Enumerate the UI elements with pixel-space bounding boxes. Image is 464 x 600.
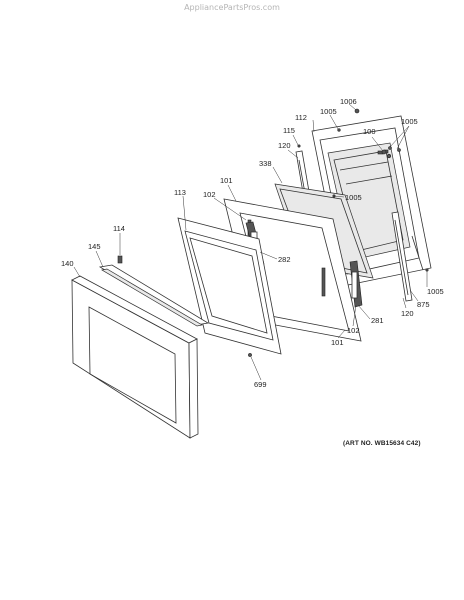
callout-120: 120 — [401, 309, 414, 318]
callout-labels: 1006 1005 112 100 1005 115 120 338 101 1… — [61, 97, 444, 389]
callout-115: 115 — [283, 126, 295, 135]
callout-102: 102 — [203, 190, 216, 199]
callout-1005: 1005 — [345, 193, 362, 202]
callout-101: 101 — [331, 338, 344, 347]
callout-102: 102 — [347, 326, 360, 335]
callout-100: 100 — [363, 127, 376, 136]
callout-120: 120 — [278, 141, 291, 150]
callout-1006: 1006 — [340, 97, 357, 106]
spacer-bracket-114 — [117, 255, 123, 264]
callout-112: 112 — [295, 113, 307, 122]
callout-875: 875 — [417, 300, 430, 309]
leader-lines — [73, 103, 428, 381]
callout-113: 113 — [174, 188, 186, 197]
hinge-side-rail-right — [391, 211, 413, 302]
callout-1005: 1005 — [320, 107, 337, 116]
outer-door-140 — [71, 275, 199, 439]
watermark-text: AppliancePartsPros.com — [184, 3, 280, 12]
callout-1005: 1005 — [401, 117, 418, 126]
callout-145: 145 — [88, 242, 101, 251]
callout-281: 281 — [371, 316, 384, 325]
callout-101: 101 — [220, 176, 233, 185]
door-hinge-right — [349, 260, 363, 308]
art-number-label: (ART NO. WB15634 C42) — [343, 440, 421, 447]
door-vent-trim-145 — [98, 264, 210, 327]
callout-1005: 1005 — [427, 287, 444, 296]
callout-114: 114 — [113, 224, 125, 233]
callout-699: 699 — [254, 380, 267, 389]
callout-140: 140 — [61, 259, 74, 268]
callout-282: 282 — [278, 255, 291, 264]
callout-338: 338 — [259, 159, 272, 168]
